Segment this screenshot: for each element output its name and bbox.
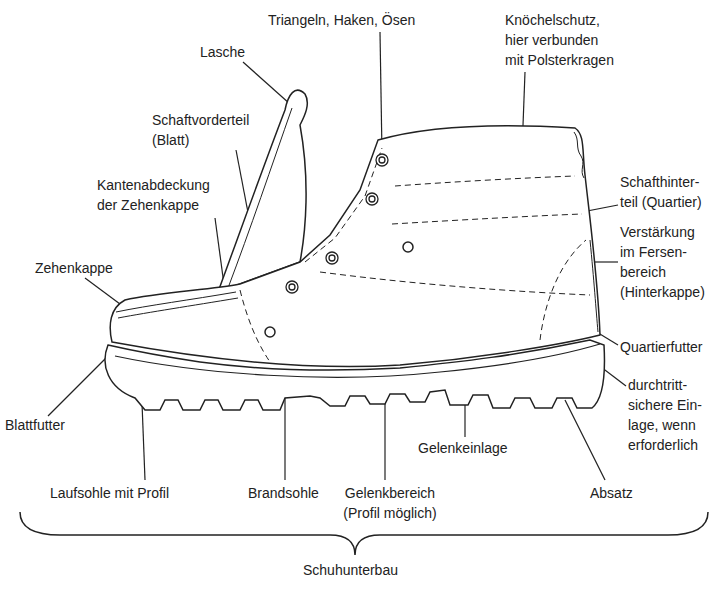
part-label: Gelenkeinlage: [418, 438, 508, 458]
leader-lines: [48, 32, 626, 480]
part-label: Schuhunterbau: [303, 560, 398, 580]
stitching: [116, 132, 598, 362]
part-label: Triangeln, Haken, Ösen: [268, 10, 415, 30]
part-label: Verstärkung im Fersen- bereich (Hinterka…: [620, 222, 708, 302]
part-label: Schaftvorderteil (Blatt): [152, 110, 252, 150]
part-label: Absatz: [590, 483, 633, 503]
part-label: Quartierfutter: [620, 337, 702, 357]
part-label: Zehenkappe: [35, 258, 113, 278]
part-label: Lasche: [200, 42, 245, 62]
part-label: Gelenkbereich (Profil möglich): [335, 483, 445, 523]
part-label: Schafthinter- teil (Quartier): [620, 172, 706, 212]
part-label: Kantenabdeckung der Zehenkappe: [97, 175, 215, 215]
part-label: Laufsohle mit Profil: [50, 483, 169, 503]
part-label: Brandsohle: [248, 483, 319, 503]
tongue-fold: [228, 108, 292, 288]
part-label: Blattfutter: [5, 415, 65, 435]
eyelets: [286, 154, 388, 293]
leader-dots: [265, 242, 413, 337]
upper: [110, 126, 600, 367]
part-label: durchtritt- sichere Ein- lage, wenn erfo…: [628, 375, 706, 455]
part-label: Knöchelschutz, hier verbunden mit Polste…: [505, 10, 617, 70]
